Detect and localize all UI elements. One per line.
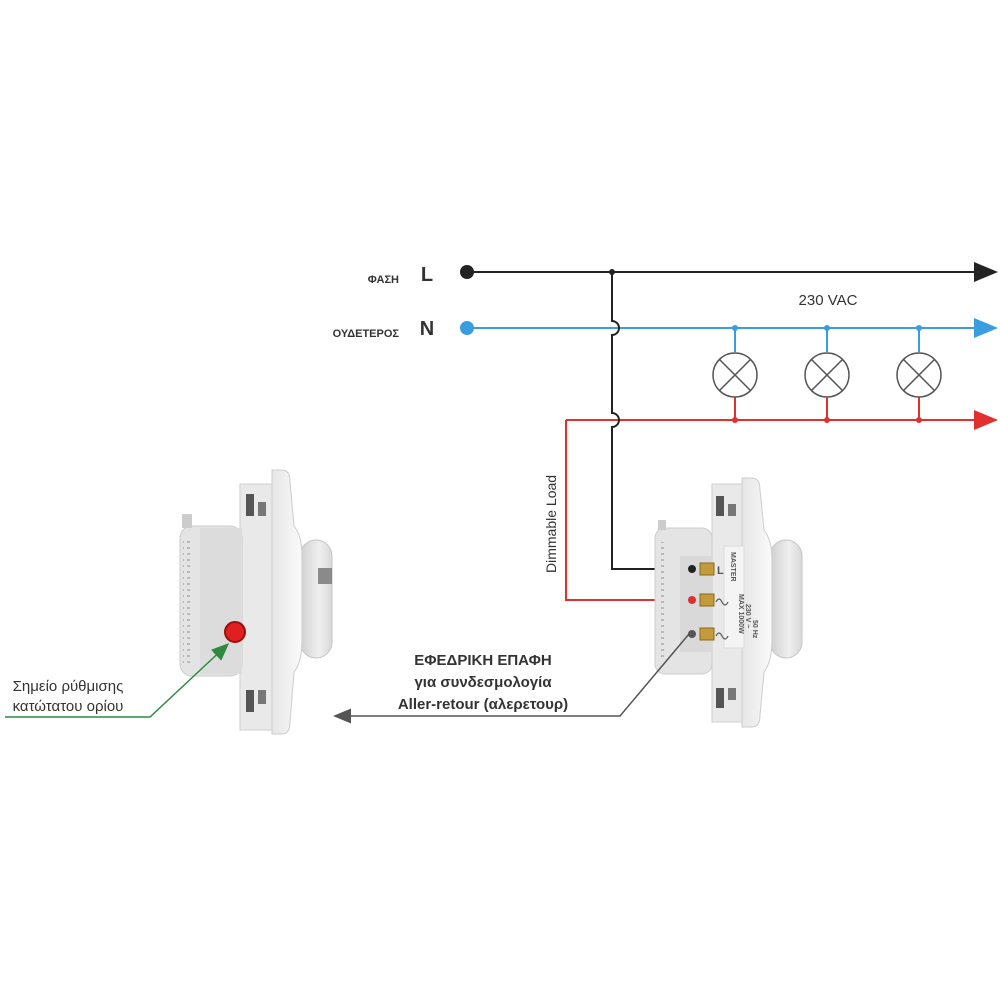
dimmer-device-left bbox=[179, 469, 333, 735]
phase-letter-label: L bbox=[421, 264, 433, 286]
neutral-terminal-dot bbox=[460, 321, 474, 335]
spare-contact-title: ΕΦΕΔΡΙΚΗ ΕΠΑΦΗ bbox=[414, 652, 552, 669]
voltage-label: 230 VAC bbox=[799, 292, 858, 309]
terminal-l bbox=[688, 562, 715, 576]
phase-name-label: ΦΑΣΗ bbox=[368, 274, 399, 286]
threshold-adjust-point[interactable] bbox=[224, 621, 246, 643]
neutral-name-label: ΟΥΔΕΤΕΡΟΣ bbox=[333, 328, 400, 340]
spare-contact-mode: Aller-retour (αλερετουρ) bbox=[398, 696, 568, 713]
neutral-letter-label: N bbox=[420, 318, 434, 340]
dimmer-brand: MASTER bbox=[729, 552, 736, 582]
spare-contact-subtitle: για συνδεσμολογία bbox=[414, 674, 552, 691]
lamp-3 bbox=[896, 325, 942, 423]
terminal-l-label: L bbox=[717, 565, 724, 577]
terminal-spare bbox=[688, 627, 729, 641]
dimmer-rating-voltage: 230 V ~ bbox=[744, 604, 751, 628]
lamp-2 bbox=[804, 325, 850, 423]
lamp-1 bbox=[712, 325, 758, 423]
spare-contact-pointer bbox=[333, 633, 690, 724]
adjust-point-pointer bbox=[5, 642, 230, 718]
adjust-point-label-line2: κατώτατου ορίου bbox=[13, 698, 124, 715]
adjust-point-label-line1: Σημείο ρύθμισης bbox=[13, 678, 124, 695]
load-feed-wire bbox=[565, 420, 690, 601]
phase-terminal-dot bbox=[460, 265, 474, 279]
terminal-load bbox=[688, 593, 729, 607]
dimmer-rating: MAX 1000W bbox=[737, 594, 744, 634]
dimmer-device-right bbox=[654, 477, 803, 728]
dimmer-rating-frequency: 50 Hz bbox=[751, 620, 758, 639]
phase-drop-wire bbox=[611, 272, 690, 570]
dimmable-load-label: Dimmable Load bbox=[543, 475, 559, 573]
